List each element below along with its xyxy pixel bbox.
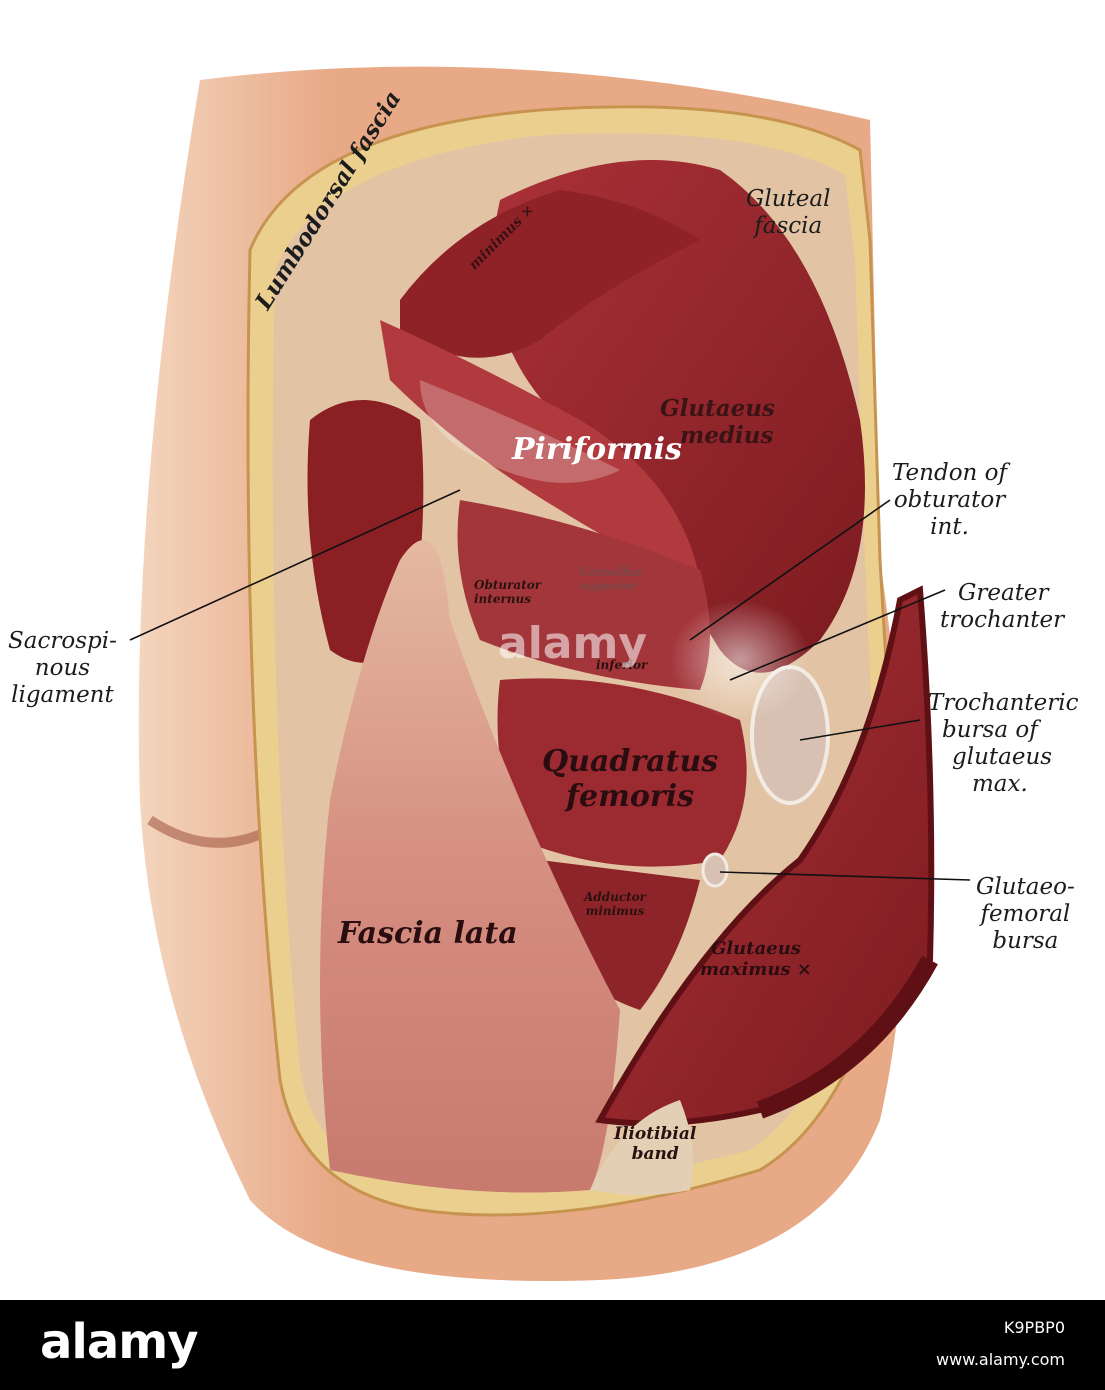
label-glutaeofemoral-bursa-line: femoral [980,901,1071,928]
label-iliotibial-band-line: Iliotibial [614,1124,697,1144]
label-glutaeofemoral-bursa-line: bursa [992,928,1059,955]
label-gluteal-fascia-line: fascia [754,213,823,240]
label-gluteus-maximus-line: Glutaeus [710,938,801,959]
label-obturator-internus-line: internus [474,592,531,607]
label-quadratus-femoris: Quadratus femoris [542,744,718,815]
quadratus-femoris-muscle [497,678,747,867]
label-sacrospinous-line: ligament [11,682,114,709]
label-tendon-obturator: Tendon of obturator int. [892,460,1007,541]
label-sacrospinous-line: nous [34,655,91,682]
label-greater-trochanter: Greater trochanter [940,580,1064,634]
iliotibial-band [590,1100,694,1195]
leader-glutaeofemoral-bursa [719,871,971,881]
piriformis-muscle [380,320,700,580]
label-trochanteric-bursa-line: glutaeus [952,744,1053,771]
watermark-logo: alamy [40,1314,199,1370]
label-gluteus-medius-line: Glutaeus [660,395,775,422]
label-fascia-lata: Fascia lata [338,916,518,951]
label-gluteus-medius: Glutaeus medius [660,395,775,449]
label-greater-trochanter-line: Greater [958,580,1049,606]
label-gemellus-superior-line: superior [580,579,637,594]
tendon-shine [670,600,810,720]
label-obturator-internus-line: Obturator [474,578,542,592]
label-greater-trochanter-line: trochanter [940,607,1065,634]
label-gluteal-fascia-line: Gluteal [746,186,831,212]
label-glutaeofemoral-bursa: Glutaeo- femoral bursa [976,874,1075,955]
label-gemellus-superior: Gemellus superior [580,565,643,593]
gluteus-minimus-muscle [400,190,700,358]
anatomy-illustration [129,66,971,1282]
label-trochanteric-bursa-line: max. [972,771,1028,798]
label-quadratus-femoris-line: Quadratus [542,744,719,779]
label-quadratus-femoris-line: femoris [566,779,694,815]
leader-tendon-obturator [689,499,891,641]
glutaeofemoral-bursa [701,852,729,888]
label-trochanteric-bursa-line: Trochanteric [928,690,1079,716]
watermark-image-id: K9PBP0 [1003,1318,1065,1337]
label-gluteus-medius-line: medius [680,422,774,450]
label-adductor-minimus-line: Adductor [584,890,646,904]
label-gemellus-inferior: inferior [596,658,648,672]
fascia-lata-sheet [320,540,620,1193]
label-adductor-minimus: Adductor minimus [584,890,646,918]
label-tendon-obturator-line: int. [930,514,969,541]
label-adductor-minimus-line: minimus [585,904,645,919]
label-iliotibial-band: Iliotibial band [614,1124,696,1164]
leader-trochanteric-bursa [799,719,921,741]
watermark-footer: alamy K9PBP0 www.alamy.com [0,1300,1105,1390]
label-gluteal-fascia: Gluteal fascia [746,186,830,240]
label-sacrospinous-line: Sacrospi- [8,628,117,654]
label-trochanteric-bursa: Trochanteric bursa of glutaeus max. [928,690,1079,799]
label-gluteus-maximus-line: maximus × [700,959,812,981]
label-iliotibial-band-line: band [631,1144,679,1165]
gluteal-fold [147,815,273,848]
leader-sacrospinous [129,489,461,641]
label-sacrospinous-ligament: Sacrospi- nous ligament [8,628,117,709]
label-trochanteric-bursa-line: bursa of [942,717,1038,744]
label-glutaeofemoral-bursa-line: Glutaeo- [976,874,1075,900]
label-gemellus-superior-line: Gemellus [580,565,643,579]
label-gluteus-maximus: Glutaeus maximus × [700,938,812,980]
leader-greater-trochanter [729,589,946,681]
label-tendon-obturator-line: obturator [893,487,1006,514]
label-tendon-obturator-line: Tendon of [892,460,1008,486]
piriformis-glaze [420,380,620,483]
label-piriformis: Piriformis [512,432,682,467]
label-obturator-internus: Obturator internus [474,578,541,606]
obturator-gemelli-muscles [457,500,710,690]
gluteus-maximus-cut-edge [756,955,938,1119]
watermark-center: alamy [498,618,647,669]
watermark-url: www.alamy.com [936,1350,1065,1369]
